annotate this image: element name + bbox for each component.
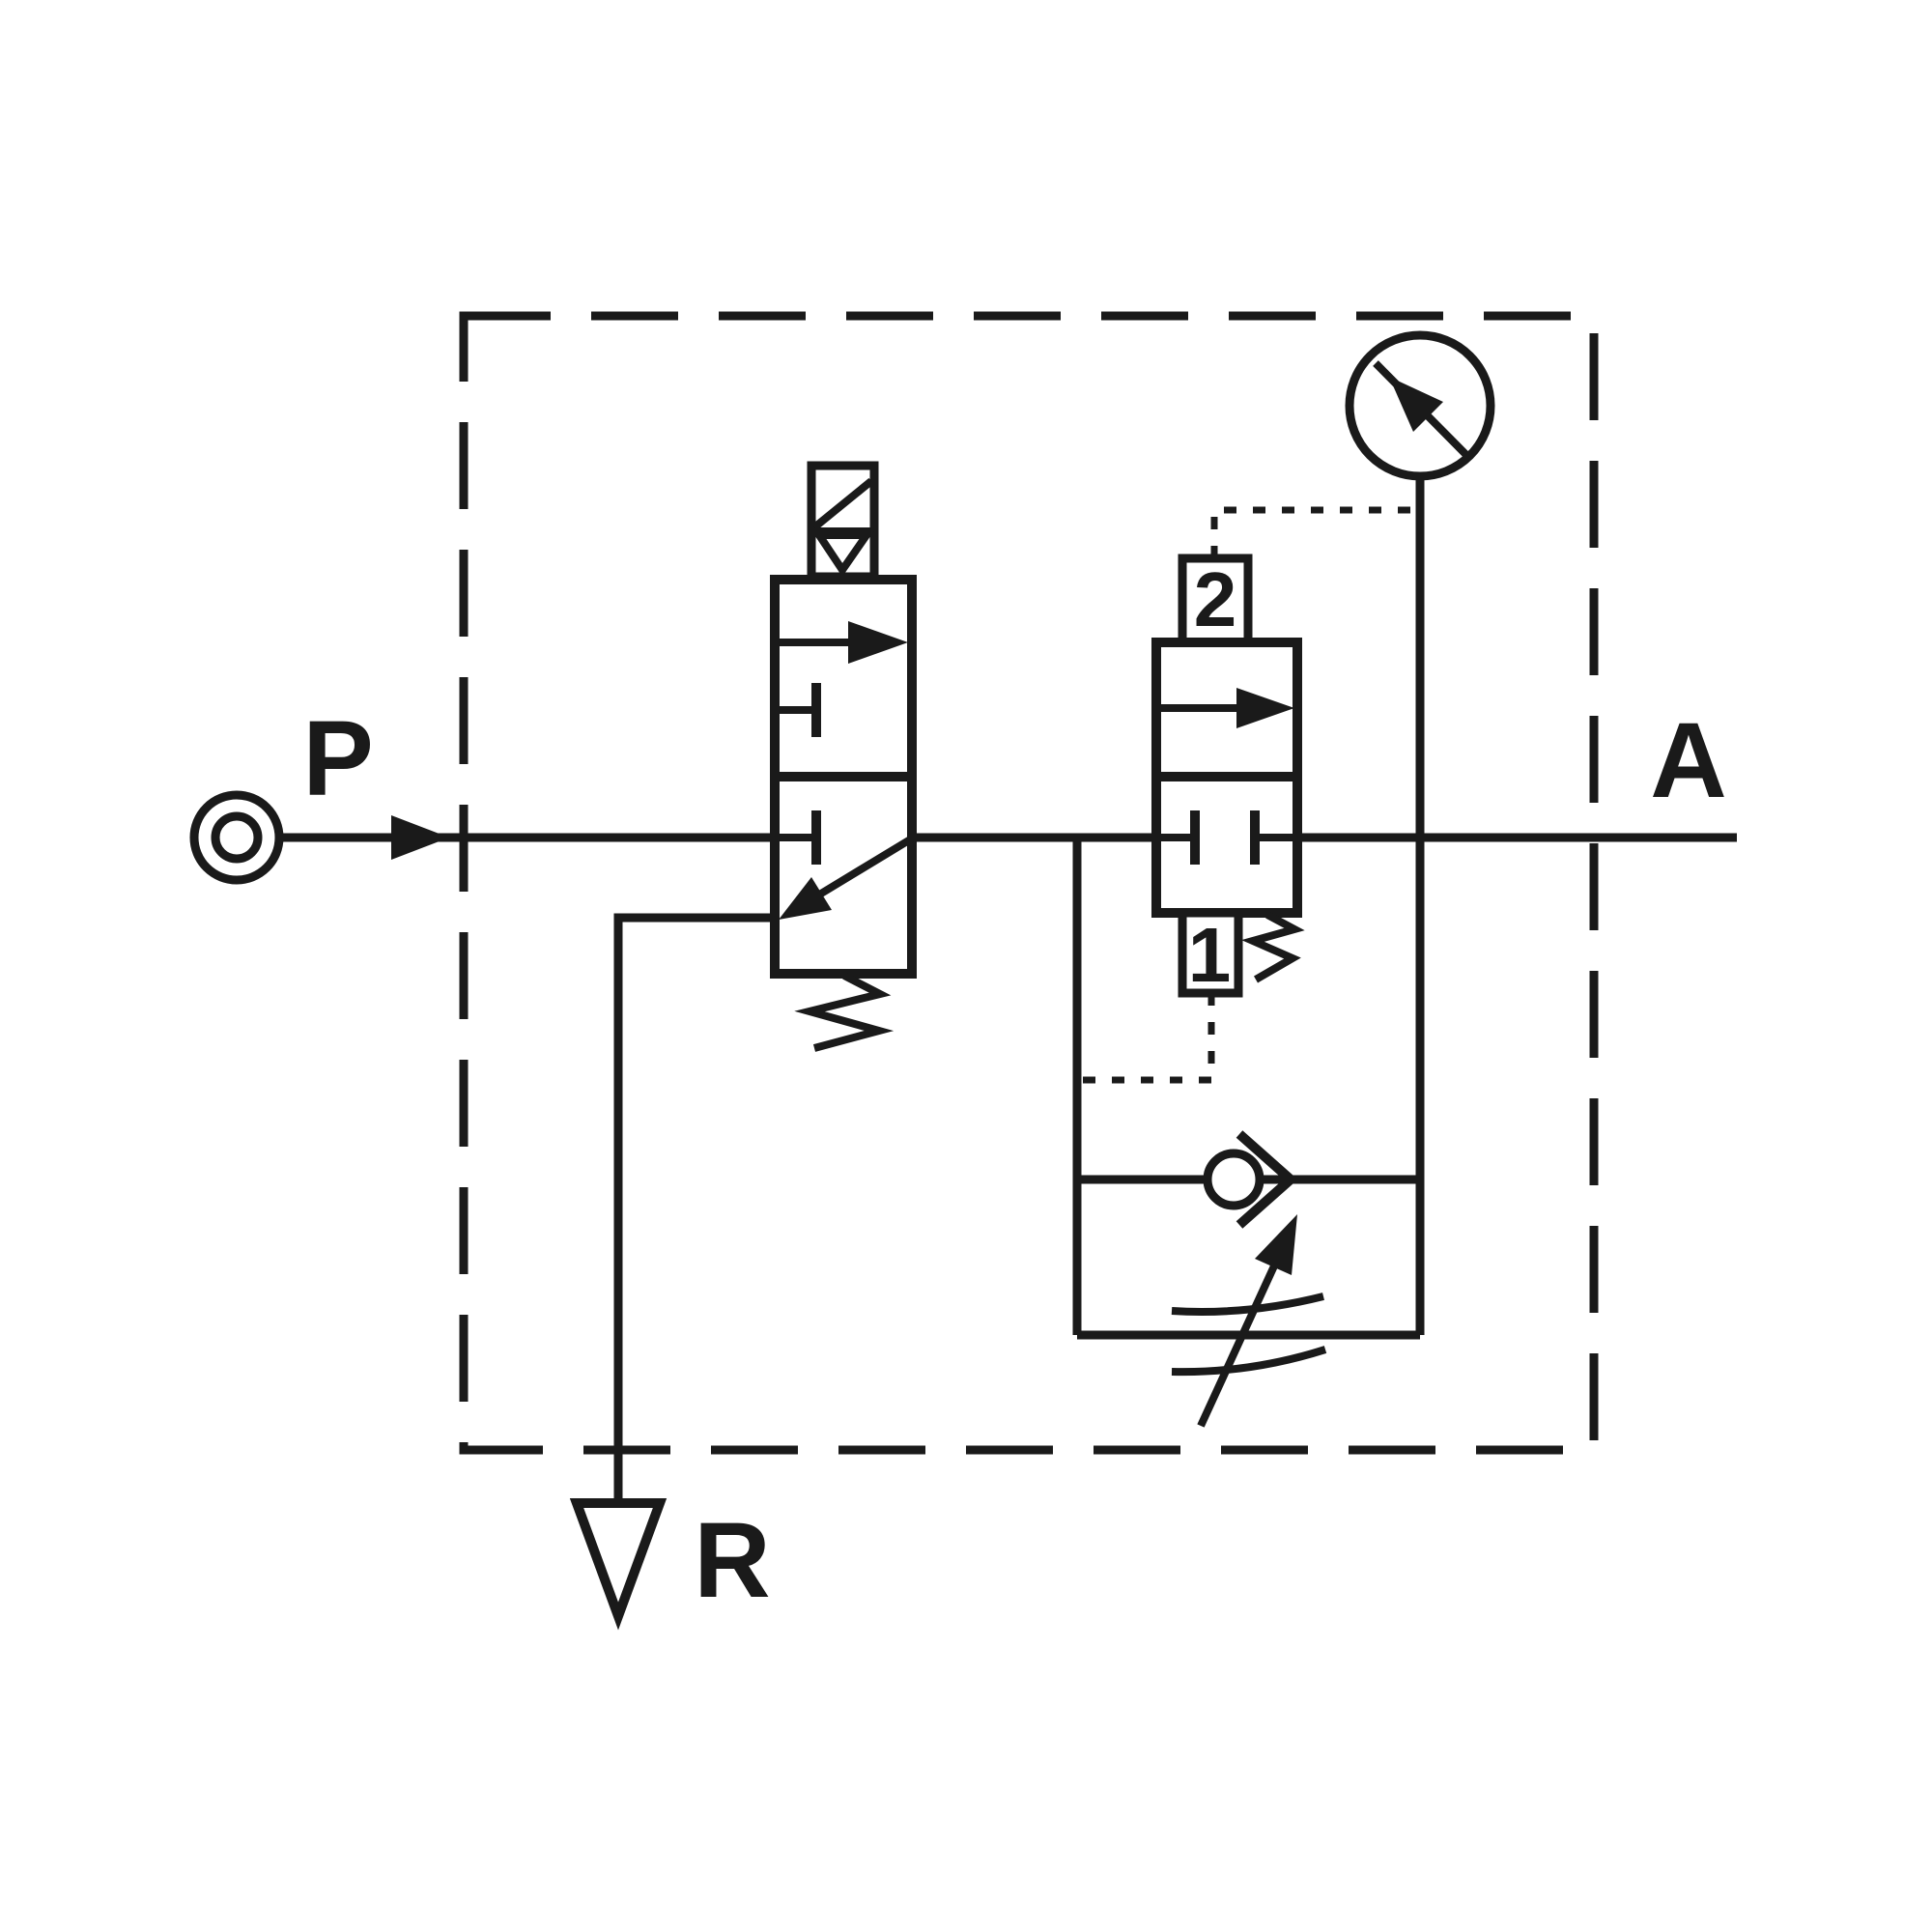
return-spring-icon xyxy=(794,972,895,1052)
blocked-port-icon xyxy=(775,810,821,865)
blocked-port-icon xyxy=(775,683,821,737)
regulator-pass-arrow-head-icon xyxy=(1236,688,1294,728)
throttle-adjust-arrow-head-icon xyxy=(1255,1214,1297,1275)
exhaust-line xyxy=(613,913,775,1503)
check-valve-icon xyxy=(1203,1130,1298,1229)
throttle-arc-upper xyxy=(1171,1293,1324,1316)
solenoid-coil-diagonal xyxy=(811,477,874,531)
solenoid-coil-icon xyxy=(807,461,879,582)
regulator-spring-icon xyxy=(1241,911,1305,983)
gauge-needle-arrow-head-icon xyxy=(1389,377,1443,432)
throttle-arc-lower xyxy=(1171,1346,1327,1377)
main-flow-line xyxy=(280,815,1737,860)
p-port-inner-circle-icon xyxy=(211,811,263,864)
pressure-gauge-icon xyxy=(1345,330,1495,1335)
blocked-port-icon xyxy=(1156,810,1200,865)
regulator-port-2-label: 2 xyxy=(1194,556,1237,642)
throttle-adjust-arrow-line xyxy=(1197,1258,1281,1428)
solenoid-valve xyxy=(770,461,917,1052)
flow-control-loop xyxy=(1072,838,1420,1428)
port-r-label: R xyxy=(694,1501,770,1620)
pilot-line-bottom-dotted xyxy=(1077,993,1215,1084)
pilot-line-top-dotted xyxy=(1210,506,1420,558)
adjustable-throttle-icon xyxy=(1171,1214,1327,1428)
flow-direction-arrow-icon xyxy=(391,815,449,860)
regulator-port-1-label: 1 xyxy=(1188,912,1232,998)
check-valve-ball xyxy=(1203,1149,1264,1210)
solenoid-coil-triangle xyxy=(811,531,874,578)
pressure-regulator: 2 1 xyxy=(1151,554,1305,998)
port-a-label: A xyxy=(1650,701,1726,820)
solenoid-exhaust-diagonal-line xyxy=(813,835,915,900)
p-port: P xyxy=(189,699,374,885)
solenoid-exhaust-arrow-head-icon xyxy=(779,877,832,920)
r-port-triangle-icon xyxy=(569,1498,668,1631)
enclosure-dashed-border xyxy=(459,311,1599,1455)
check-valve-seat xyxy=(1236,1130,1298,1229)
solenoid-pass-arrow-head-icon xyxy=(848,621,908,664)
blocked-port-icon xyxy=(1250,810,1297,865)
port-p-label: P xyxy=(302,699,373,818)
exhaust-line-to-r: R xyxy=(569,913,775,1631)
